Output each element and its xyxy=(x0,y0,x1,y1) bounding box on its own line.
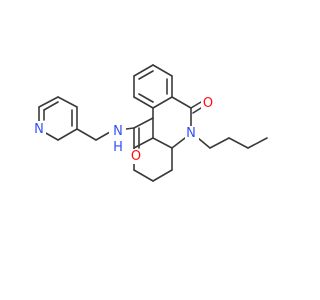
atom-labels: N N H O N O xyxy=(33,95,215,164)
bond xyxy=(228,137,249,149)
amide-nitrogen-label: N xyxy=(113,124,123,139)
bond xyxy=(43,131,59,141)
bond xyxy=(152,169,173,182)
lactam-nitrogen-label: N xyxy=(186,126,196,141)
bond xyxy=(133,64,154,77)
bond xyxy=(133,137,154,149)
benzo-ring xyxy=(133,64,173,109)
bond xyxy=(76,128,97,141)
bond xyxy=(133,96,154,109)
bond xyxy=(57,128,78,141)
bond xyxy=(38,96,59,108)
bond xyxy=(125,127,135,130)
ketone-carbonyl xyxy=(190,101,202,114)
bond xyxy=(247,137,268,149)
amide-oxygen-label: O xyxy=(131,149,141,164)
bond xyxy=(138,93,154,103)
bond xyxy=(209,137,230,149)
bond xyxy=(95,131,111,141)
bond xyxy=(197,137,211,149)
bond xyxy=(171,96,192,109)
bond xyxy=(133,169,154,182)
linker-bonds xyxy=(76,127,135,141)
molecule-structure-diagram: N N H O N O xyxy=(33,64,268,182)
ketone-oxygen-label: O xyxy=(203,96,213,111)
bond xyxy=(133,117,154,129)
bond xyxy=(152,137,173,149)
lactam-ring xyxy=(152,96,192,149)
bond xyxy=(171,137,186,149)
amide-hydrogen-label: H xyxy=(113,140,123,155)
bond xyxy=(192,107,202,114)
bond xyxy=(152,64,173,77)
pyridine-nitrogen-label: N xyxy=(34,122,44,137)
butyl-chain xyxy=(197,137,268,149)
bond xyxy=(57,96,78,108)
bond xyxy=(43,101,59,111)
bond xyxy=(190,101,202,109)
bond xyxy=(152,96,173,109)
bond xyxy=(138,70,154,80)
